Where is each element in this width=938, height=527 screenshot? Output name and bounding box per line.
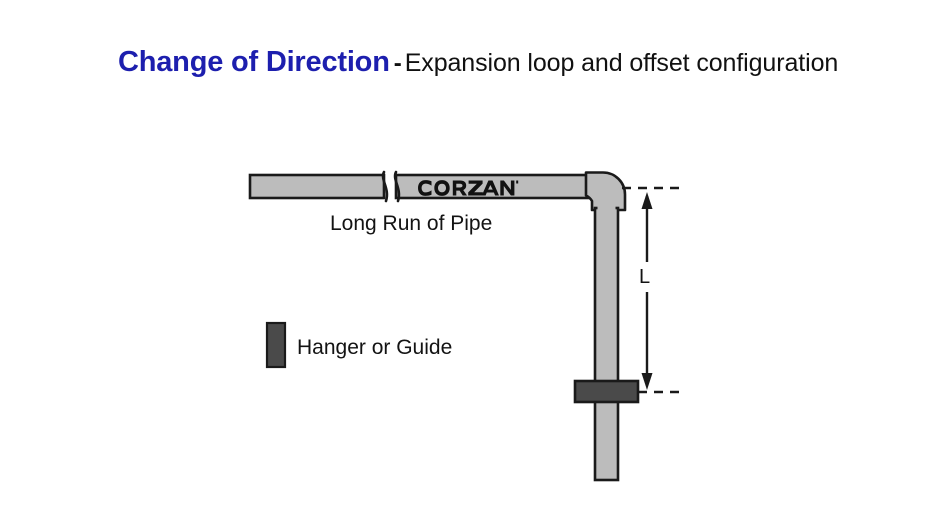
elbow-fitting-90deg — [584, 171, 627, 212]
hanger-legend-swatch — [265, 321, 287, 369]
pipe-break-symbol — [381, 170, 401, 203]
dimension-label-L: L — [639, 266, 651, 288]
hanger-on-vertical-pipe — [573, 379, 640, 404]
dimension-line-L-upper — [641, 192, 653, 262]
title-subtitle-text: Expansion loop and offset configuration — [404, 49, 839, 77]
elbow-vertical-seam-fill — [597, 205, 616, 213]
corzan-logo — [418, 180, 519, 196]
title-main-text: Change of Direction — [118, 46, 390, 78]
title-separator-dash: - — [393, 50, 402, 77]
vertical-pipe-leg — [593, 206, 620, 482]
hanger-or-guide-label: Hanger or Guide — [297, 336, 453, 359]
page-title: Change of Direction-Expansion loop and o… — [118, 48, 838, 77]
long-run-of-pipe-label: Long Run of Pipe — [330, 212, 493, 235]
dimension-line-L-lower — [641, 292, 653, 390]
horizontal-pipe-left-segment — [248, 173, 386, 200]
